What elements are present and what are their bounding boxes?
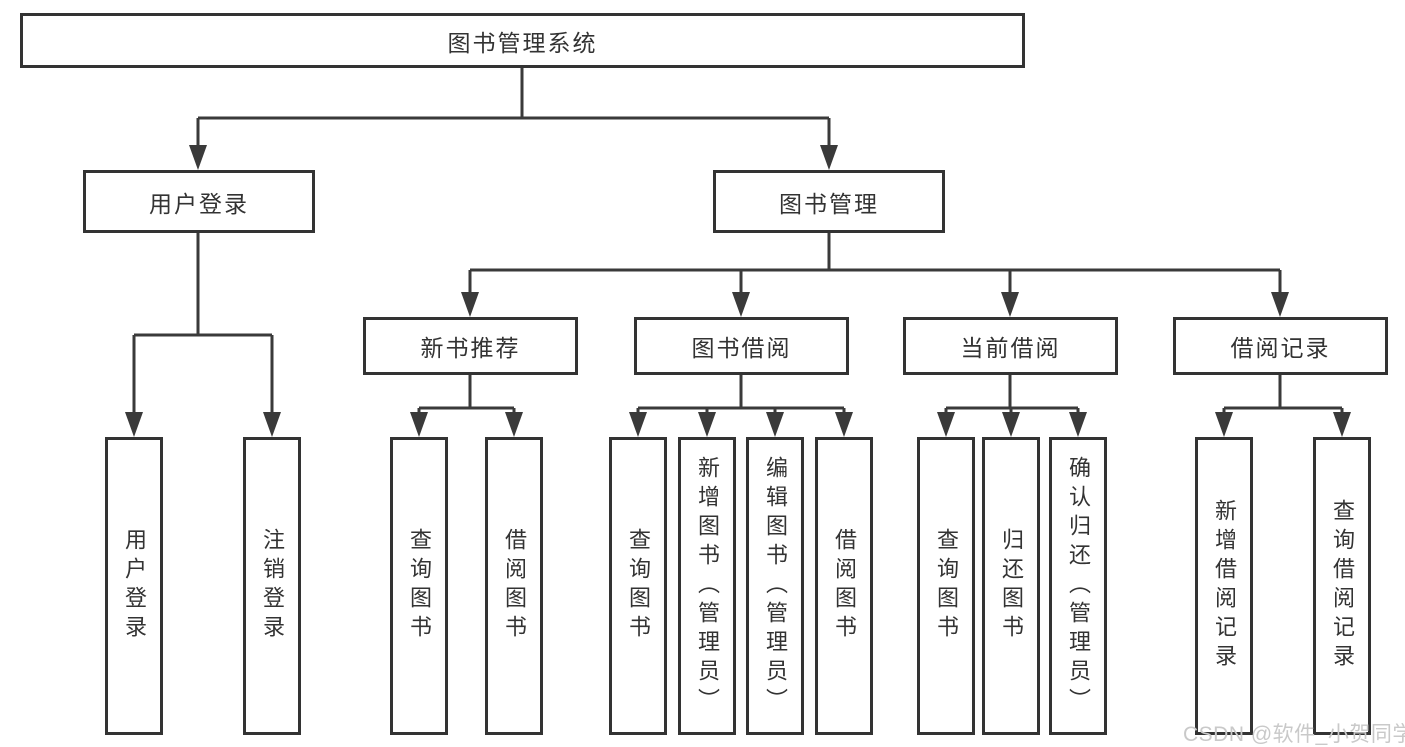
node-label: 借阅记录 bbox=[1230, 335, 1331, 361]
node-label: 新书推荐 bbox=[420, 335, 521, 361]
arrowhead-icon bbox=[766, 412, 784, 437]
node-label: 新增图书（管理员） bbox=[695, 455, 720, 717]
node-label: 编辑图书（管理员） bbox=[763, 455, 788, 717]
arrowhead-icon bbox=[698, 412, 716, 437]
arrowhead-icon bbox=[937, 412, 955, 437]
arrowhead-icon bbox=[1002, 412, 1020, 437]
node-borrow-books-borrow: 借阅图书 bbox=[815, 437, 873, 735]
watermark: CSDN @软件_小贺同学 bbox=[1183, 723, 1405, 746]
node-return-books: 归还图书 bbox=[982, 437, 1040, 735]
node-library-management-system: 图书管理系统 bbox=[20, 13, 1025, 68]
arrowhead-icon bbox=[263, 412, 281, 437]
node-query-books-newbook: 查询图书 bbox=[390, 437, 448, 735]
node-borrowing-records: 借阅记录 bbox=[1173, 317, 1388, 375]
node-query-borrow-record: 查询借阅记录 bbox=[1313, 437, 1371, 735]
node-book-borrowing: 图书借阅 bbox=[634, 317, 849, 375]
node-new-book-recommendation: 新书推荐 bbox=[363, 317, 578, 375]
arrowhead-icon bbox=[835, 412, 853, 437]
node-label: 查询图书 bbox=[626, 528, 651, 644]
node-query-books-borrow: 查询图书 bbox=[609, 437, 667, 735]
arrowhead-icon bbox=[1333, 412, 1351, 437]
node-label: 图书管理 bbox=[779, 190, 879, 217]
node-confirm-return-admin: 确认归还（管理员） bbox=[1049, 437, 1107, 735]
node-add-books-admin: 新增图书（管理员） bbox=[678, 437, 736, 735]
arrowhead-icon bbox=[189, 145, 207, 170]
node-user-login: 用户登录 bbox=[83, 170, 315, 233]
arrowhead-icon bbox=[410, 412, 428, 437]
arrowhead-icon bbox=[629, 412, 647, 437]
node-label: 归还图书 bbox=[999, 528, 1024, 644]
arrowhead-icon bbox=[732, 292, 750, 317]
node-label: 查询借阅记录 bbox=[1330, 499, 1355, 673]
node-user-login-leaf: 用户登录 bbox=[105, 437, 163, 735]
arrowhead-icon bbox=[1001, 292, 1019, 317]
node-label: 查询图书 bbox=[407, 528, 432, 644]
node-label: 用户登录 bbox=[122, 528, 147, 644]
arrowhead-icon bbox=[1215, 412, 1233, 437]
arrowhead-icon bbox=[820, 145, 838, 170]
node-add-borrow-record: 新增借阅记录 bbox=[1195, 437, 1253, 735]
node-label: 用户登录 bbox=[149, 190, 249, 217]
node-logout: 注销登录 bbox=[243, 437, 301, 735]
node-label: 当前借阅 bbox=[960, 335, 1061, 361]
node-label: 新增借阅记录 bbox=[1212, 499, 1237, 673]
node-label: 图书管理系统 bbox=[447, 29, 598, 56]
arrowhead-icon bbox=[461, 292, 479, 317]
node-label: 确认归还（管理员） bbox=[1066, 455, 1091, 717]
arrowhead-icon bbox=[1271, 292, 1289, 317]
arrowhead-icon bbox=[1069, 412, 1087, 437]
node-current-borrowing: 当前借阅 bbox=[903, 317, 1118, 375]
node-label: 查询图书 bbox=[934, 528, 959, 644]
arrowhead-icon bbox=[125, 412, 143, 437]
node-edit-books-admin: 编辑图书（管理员） bbox=[746, 437, 804, 735]
node-label: 图书借阅 bbox=[691, 335, 792, 361]
node-query-books-current: 查询图书 bbox=[917, 437, 975, 735]
arrowhead-icon bbox=[505, 412, 523, 437]
node-book-management: 图书管理 bbox=[713, 170, 945, 233]
node-label: 借阅图书 bbox=[502, 528, 527, 644]
node-label: 注销登录 bbox=[260, 528, 285, 644]
node-label: 借阅图书 bbox=[832, 528, 857, 644]
node-borrow-books-newbook: 借阅图书 bbox=[485, 437, 543, 735]
